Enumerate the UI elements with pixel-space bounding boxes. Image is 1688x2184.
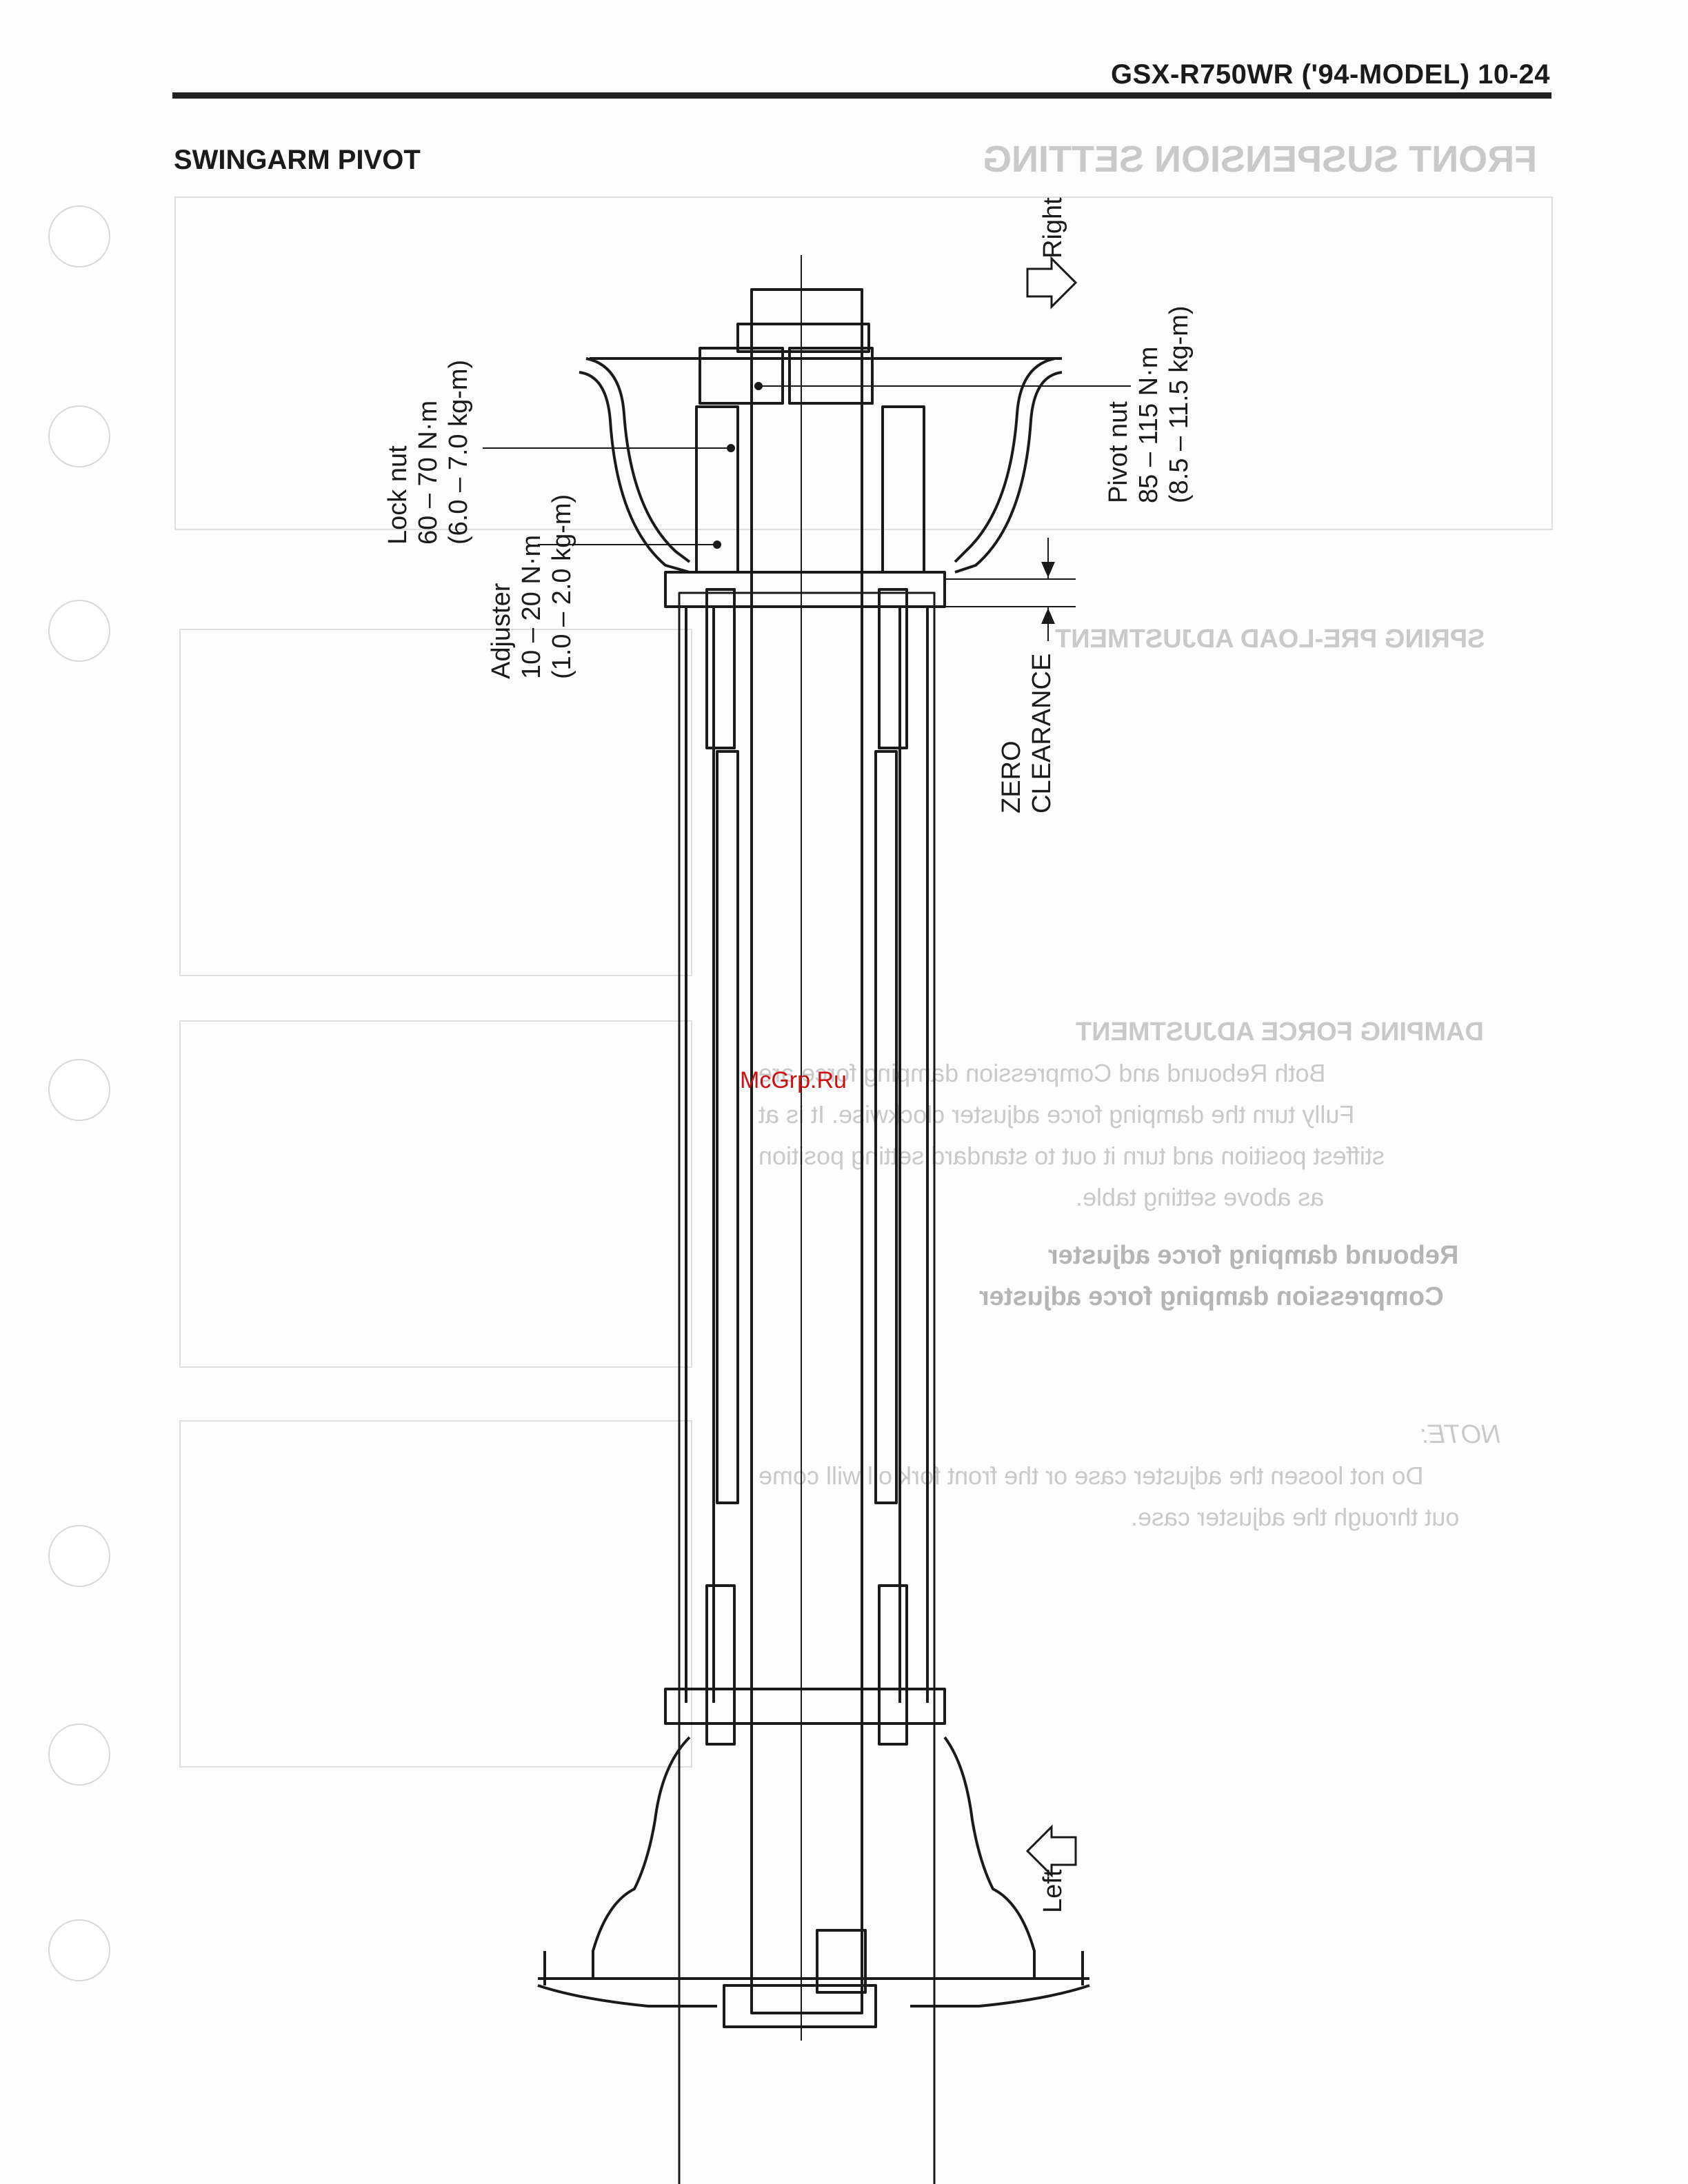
- lock-nut-torque-nm: 60 – 70 N·m: [414, 400, 443, 545]
- lock-nut-label: Lock nut: [383, 445, 412, 545]
- direction-left-label: Left: [1038, 1869, 1067, 1913]
- binder-hole: [48, 1919, 110, 1981]
- adjuster-callout: Adjuster 10 – 20 N·m (1.0 – 2.0 kg-m): [486, 494, 577, 679]
- binder-hole: [48, 1723, 110, 1786]
- watermark: McGrp.Ru: [740, 1067, 847, 1093]
- header-rule: [172, 92, 1551, 99]
- binder-hole: [48, 205, 110, 267]
- bleed-through-photo: [179, 1420, 692, 1768]
- section-title: SWINGARM PIVOT: [174, 145, 421, 175]
- binder-hole: [48, 1525, 110, 1587]
- adjuster-torque-kgm: (1.0 – 2.0 kg-m): [547, 494, 576, 679]
- lock-nut-callout: Lock nut 60 – 70 N·m (6.0 – 7.0 kg-m): [383, 360, 474, 545]
- pivot-nut-callout: Pivot nut 85 – 115 N·m (8.5 – 11.5 kg-m): [1103, 305, 1194, 503]
- binder-hole: [48, 600, 110, 662]
- pivot-nut-torque-nm: 85 – 115 N·m: [1134, 346, 1163, 503]
- zero-clearance-line2: CLEARANCE: [1027, 653, 1056, 813]
- zero-clearance-callout: ZERO CLEARANCE: [996, 654, 1057, 813]
- bleed-through-photo: [179, 629, 692, 976]
- lock-nut-torque-kgm: (6.0 – 7.0 kg-m): [444, 359, 473, 545]
- adjuster-torque-nm: 10 – 20 N·m: [517, 534, 546, 679]
- bleed-through-photo: [179, 1020, 692, 1368]
- adjuster-label: Adjuster: [487, 583, 516, 679]
- binder-hole: [48, 405, 110, 467]
- bleed-through-table: [174, 196, 1553, 530]
- pivot-nut-torque-kgm: (8.5 – 11.5 kg-m): [1165, 305, 1194, 503]
- binder-hole: [48, 1059, 110, 1121]
- page-header: GSX-R750WR ('94-MODEL) 10-24: [1111, 59, 1550, 90]
- pivot-nut-label: Pivot nut: [1104, 401, 1133, 503]
- direction-right-label: Right: [1038, 197, 1067, 259]
- zero-clearance-line1: ZERO: [997, 740, 1026, 813]
